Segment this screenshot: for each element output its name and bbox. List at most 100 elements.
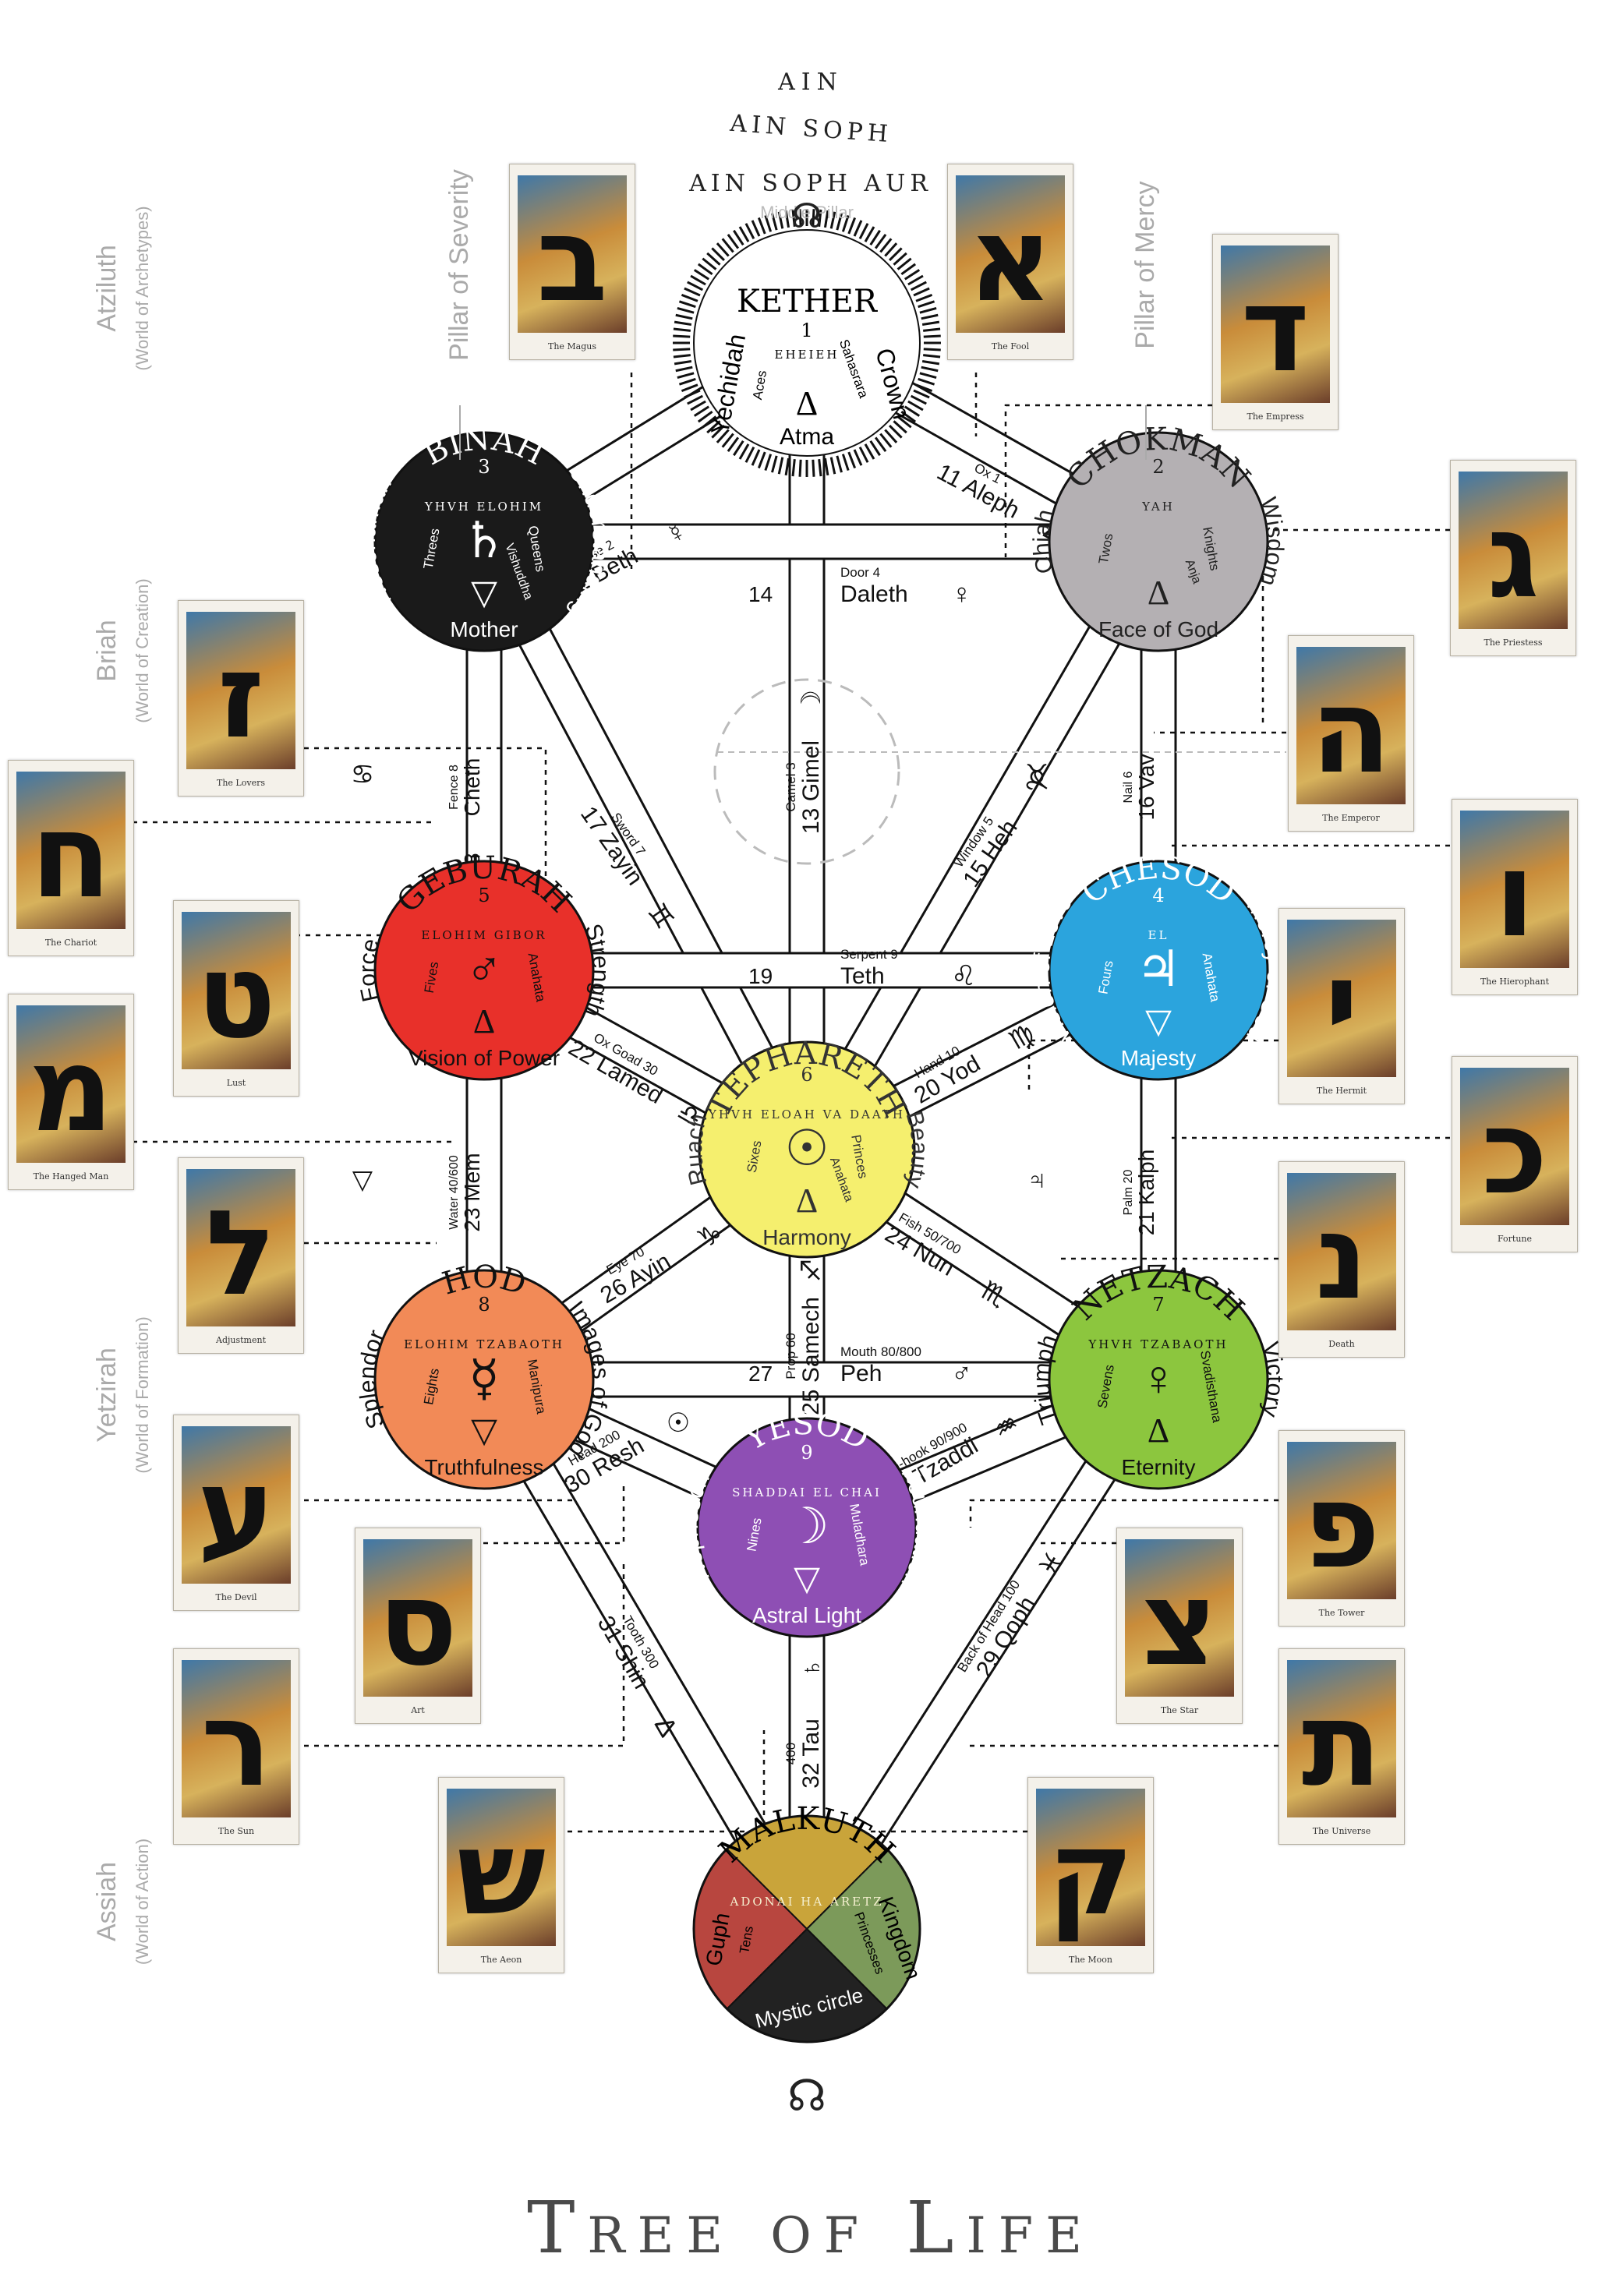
world-yetzirah-label: Yetzirah <box>92 1348 122 1443</box>
hebrew-letter: פ <box>1303 1459 1381 1595</box>
world-atziluth-label: Atziluth <box>92 245 122 332</box>
hebrew-letter: כ <box>1481 1085 1548 1220</box>
card-caption: Adjustment <box>216 1335 266 1345</box>
hebrew-letter: ת <box>1301 1677 1382 1813</box>
world-yetzirah-sub: (World of Formation) <box>133 1316 152 1473</box>
card-caption: The Empress <box>1247 412 1304 422</box>
card-artwork <box>518 175 627 333</box>
sephirah-circle <box>373 860 595 1081</box>
card-caption: The Magus <box>547 341 597 351</box>
card-connector <box>969 1499 1278 1528</box>
card-artwork <box>1287 1660 1396 1817</box>
card-artwork <box>186 1169 295 1326</box>
card-artwork <box>1287 920 1396 1077</box>
ain-soph-text: AIN SOPH <box>728 110 893 149</box>
hebrew-letter: ע <box>197 1443 275 1579</box>
pillar-severity-label: Pillar of Severity <box>444 169 474 361</box>
card-caption: The Hermit <box>1316 1086 1367 1096</box>
path-symbol: ♉ <box>1025 760 1049 789</box>
card-artwork <box>16 1005 126 1163</box>
card-caption: Fortune <box>1497 1234 1532 1244</box>
path-symbol: ♀ <box>951 578 972 609</box>
element-icon: Δ <box>1148 574 1169 612</box>
sephirah-soul-part: Chiah <box>1029 507 1059 576</box>
path-label-text: 13 Gimel <box>798 740 824 834</box>
card-artwork <box>16 772 126 929</box>
element-icon: Δ <box>1148 1411 1169 1450</box>
tarot-card-empress: ד The Empress <box>1212 234 1339 430</box>
path-label-sub: Mouth 80/800 <box>840 1344 921 1359</box>
path-label-text: Peh <box>840 1361 882 1386</box>
sephirah-circle <box>373 1269 595 1490</box>
hebrew-letter: ג <box>1487 489 1540 624</box>
tarot-card-fortune: כ Fortune <box>1452 1056 1578 1252</box>
card-caption: The Tower <box>1318 1608 1365 1618</box>
planet-icon: ☉ <box>784 1121 829 1176</box>
path-number: 19 <box>748 964 773 988</box>
path-label-sub: Fence 8 <box>447 765 461 810</box>
world-labels: Atziluth (World of Archetypes) Briah (Wo… <box>92 206 152 1965</box>
world-assiah-sub: (World of Action) <box>133 1839 152 1965</box>
sephirah-number: 4 <box>1152 885 1164 906</box>
sephirah-virtue: Vision of Power <box>408 1046 560 1070</box>
element-icon: ▽ <box>1145 1002 1172 1040</box>
hebrew-letter: נ <box>1315 1190 1368 1326</box>
path-label-text: 23 Mem <box>460 1153 484 1231</box>
sephirah-name: KETHER <box>737 284 879 320</box>
card-caption: The Hanged Man <box>33 1171 109 1182</box>
element-icon: ▽ <box>794 1560 820 1598</box>
path-label-sub: Door 4 <box>840 565 880 580</box>
pillar-mercy-label: Pillar of Mercy <box>1130 181 1160 348</box>
card-artwork <box>447 1789 556 1946</box>
hebrew-letter: ה <box>1310 664 1392 800</box>
sephirah-number: 3 <box>478 456 490 478</box>
path-label-text: 16 Vav <box>1134 754 1158 820</box>
sephirah-circle <box>693 229 921 457</box>
hebrew-letter: ט <box>196 929 276 1065</box>
path-label-sub: 400 <box>783 1743 798 1764</box>
element-icon: Δ <box>796 384 818 422</box>
card-caption: The Moon <box>1068 1955 1113 1965</box>
world-assiah-label: Assiah <box>92 1862 122 1941</box>
card-caption: The Devil <box>215 1592 257 1602</box>
path-symbol: ▽ <box>352 1165 373 1195</box>
planet-icon: ☿ <box>469 1351 499 1406</box>
card-artwork <box>956 175 1065 333</box>
path-label-sub: Serpent 9 <box>840 947 898 962</box>
path-symbol: ♐ <box>797 1259 826 1282</box>
poster-title: Tree of Life <box>527 2186 1095 2270</box>
hebrew-letter: ד <box>1240 263 1310 398</box>
card-caption: The Fool <box>991 341 1030 351</box>
card-artwork <box>1036 1789 1145 1946</box>
hebrew-letter: ס <box>378 1556 458 1692</box>
sephirah-god-name: ELOHIM GIBOR <box>421 928 546 942</box>
sephirah-circle <box>1048 431 1269 652</box>
hebrew-letter: ש <box>457 1806 546 1941</box>
element-icon: ▽ <box>471 1411 497 1450</box>
sephirah-circle <box>373 431 595 652</box>
path-symbol: ☉ <box>661 1404 696 1442</box>
card-artwork <box>1221 245 1330 403</box>
planet-icon: ♄ <box>462 513 506 568</box>
card-caption: The Emperor <box>1322 813 1380 823</box>
path-symbol: ♌ <box>951 959 976 991</box>
sephirah-soul-part: Ruach <box>681 1111 713 1188</box>
